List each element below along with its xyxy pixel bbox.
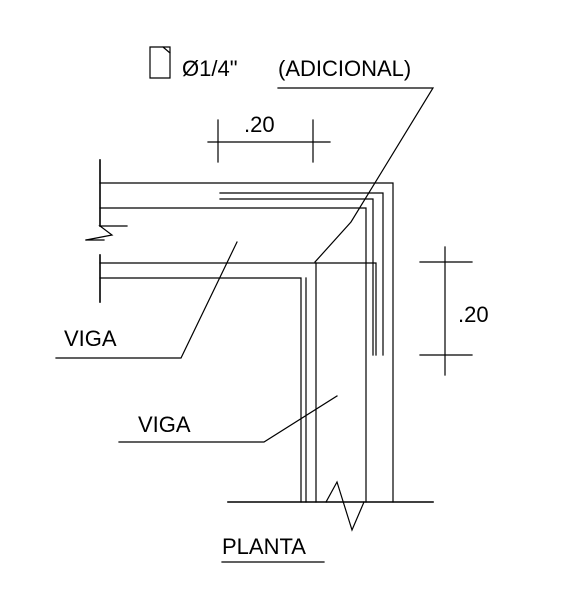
top-beam-leader (55, 241, 238, 359)
bottom-beam-label: VIGA (138, 412, 191, 437)
vertical-dimension: .20 (419, 246, 489, 376)
bottom-beam-end (227, 480, 434, 532)
top-beam-end (85, 159, 128, 303)
bar-spec-header: Ø1/4" (ADICIONAL) (149, 46, 411, 81)
additional-note-leader (277, 87, 435, 263)
stirrup-rectangle-icon (149, 46, 171, 79)
horizontal-dimension: .20 (207, 112, 331, 163)
bottom-beam-leader (118, 395, 338, 443)
horizontal-dimension-label: .20 (244, 112, 275, 137)
top-beam-label: VIGA (64, 326, 117, 351)
view-title: PLANTA (222, 534, 306, 559)
vertical-dimension-label: .20 (458, 302, 489, 327)
beam-outline (99, 182, 394, 503)
bar-spec-label: Ø1/4" (182, 56, 238, 81)
additional-note-label: (ADICIONAL) (278, 56, 411, 81)
